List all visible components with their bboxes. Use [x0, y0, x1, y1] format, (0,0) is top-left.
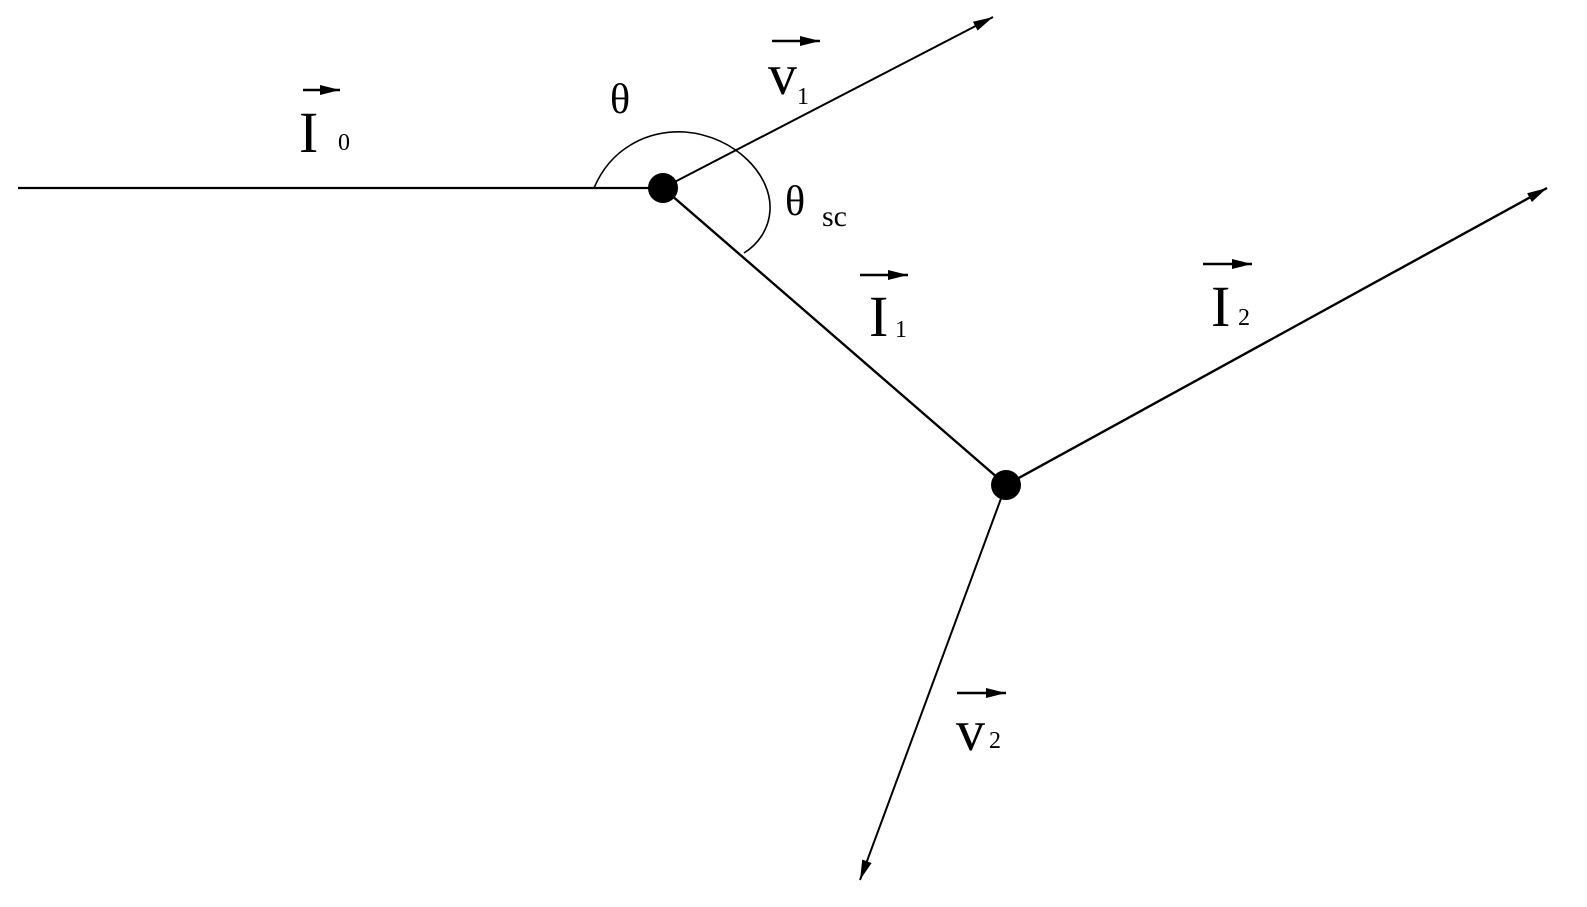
label-theta-sc: θ sc	[785, 179, 847, 233]
outgoing-vector-v2	[859, 484, 1007, 881]
outgoing-track-I2	[1005, 186, 1548, 487]
vertex-1-dot	[648, 173, 678, 203]
outgoing-vector-v1	[662, 16, 994, 189]
vertex-2-dot	[991, 470, 1021, 500]
label-symbol: I	[1211, 274, 1230, 339]
label-symbol: θ	[785, 179, 805, 225]
label-I2: I 2	[1203, 259, 1252, 339]
label-symbol: I	[869, 284, 888, 349]
label-theta: θ	[610, 77, 630, 123]
label-subscript: 1	[797, 84, 809, 110]
label-I0: I 0	[299, 85, 350, 165]
label-symbol: v	[768, 42, 797, 107]
label-symbol: v	[956, 698, 985, 763]
label-symbol: I	[299, 100, 318, 165]
track-I1	[662, 187, 1007, 486]
label-subscript: 1	[895, 317, 907, 343]
label-subscript: sc	[822, 200, 847, 233]
label-v1: v 1	[768, 36, 820, 110]
angle-arc	[593, 131, 771, 254]
label-I1: I 1	[860, 270, 908, 349]
label-subscript: 0	[338, 130, 350, 156]
label-v2: v 2	[956, 688, 1006, 763]
label-subscript: 2	[1238, 305, 1250, 331]
label-subscript: 2	[989, 728, 1001, 754]
